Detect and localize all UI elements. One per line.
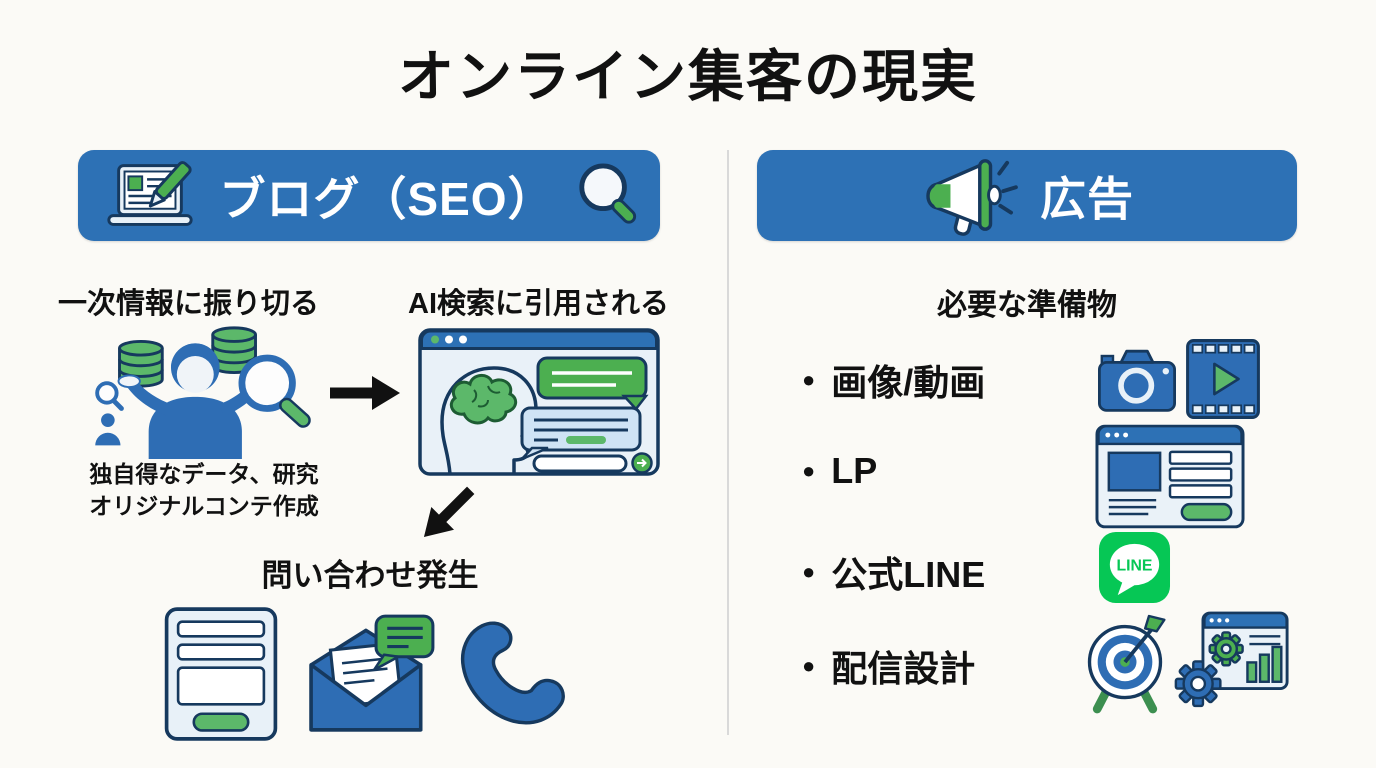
bullet: ● (802, 559, 816, 584)
caption-line-1: 独自得なデータ、研究 (89, 461, 319, 487)
ads-header-label: 広告 (1040, 172, 1134, 225)
phone-icon (452, 616, 576, 732)
caption-line-2: オリジナルコンテ作成 (89, 493, 319, 520)
envelope-icon (303, 612, 440, 739)
line-badge-text: LINE (1117, 557, 1153, 574)
bullet: ● (802, 458, 816, 483)
inquiry-result-label: 問い合わせ発生 (261, 558, 479, 593)
step-primary-info-label: 一次情報に振り切る (58, 288, 320, 320)
blog-seo-header-label: ブログ（SEO） (219, 172, 555, 225)
landing-page-icon (1095, 424, 1245, 529)
ad-item-label: 配信設計 (831, 648, 976, 689)
ad-item-delivery-design: ● 配信設計 (802, 640, 975, 692)
megaphone-icon (920, 154, 1020, 238)
bullet: ● (802, 653, 816, 678)
blog-seo-header: ブログ（SEO） (78, 150, 660, 241)
ai-chat-window-illustration (418, 328, 660, 476)
primary-info-caption: 独自得なデータ、研究 オリジナルコンテ作成 (68, 458, 340, 522)
laptop-blog-icon (101, 160, 199, 232)
magnifier-icon (575, 161, 637, 231)
ad-item-images-videos: ● 画像/動画 (802, 354, 985, 406)
ads-header: 広告 (757, 150, 1297, 241)
ad-item-label: 公式LINE (831, 554, 986, 595)
ad-item-official-line: ● 公式LINE (802, 546, 985, 598)
bullet: ● (802, 367, 816, 392)
film-icon (1185, 336, 1261, 422)
column-divider (727, 150, 729, 735)
arrow-right-icon (328, 374, 400, 412)
camera-icon (1097, 342, 1177, 418)
ad-item-label: 画像/動画 (831, 362, 986, 403)
arrow-down-left-icon (411, 476, 486, 551)
target-icon (1078, 612, 1172, 714)
preparation-subtitle: 必要な準備物 (937, 289, 1117, 322)
step-ai-cited-label: AI検索に引用される (408, 288, 670, 320)
gears-chart-icon (1172, 610, 1290, 710)
researcher-illustration (86, 323, 324, 459)
form-icon (163, 606, 279, 742)
ad-item-label: LP (831, 450, 878, 491)
page-title: オンライン集客の現実 (398, 45, 978, 108)
line-app-icon: LINE (1098, 531, 1171, 604)
ad-item-lp: ● LP (802, 450, 877, 492)
